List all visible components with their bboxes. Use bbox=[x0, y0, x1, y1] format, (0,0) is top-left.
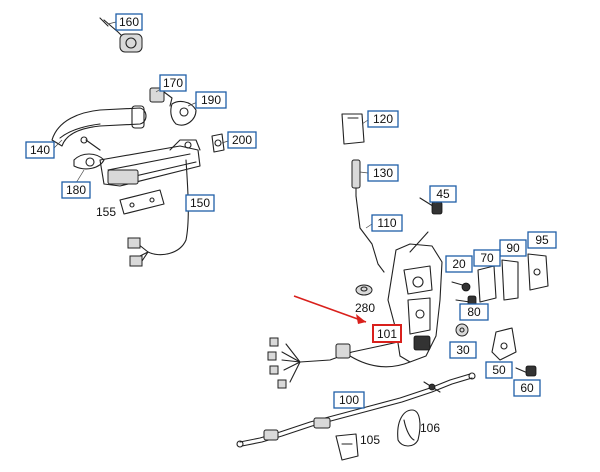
callout-160[interactable]: 160 bbox=[115, 13, 143, 31]
cover-106-drawing bbox=[397, 409, 421, 447]
callout-45[interactable]: 45 bbox=[429, 185, 457, 203]
callout-120[interactable]: 120 bbox=[367, 110, 399, 128]
callout-50[interactable]: 50 bbox=[485, 361, 513, 379]
handle-gasket-drawing bbox=[73, 136, 105, 170]
callout-190[interactable]: 190 bbox=[195, 91, 227, 109]
callout-95[interactable]: 95 bbox=[527, 231, 557, 249]
callout-60[interactable]: 60 bbox=[513, 379, 541, 397]
lock-cylinder-drawing bbox=[99, 17, 143, 53]
callout-30[interactable]: 30 bbox=[449, 341, 477, 359]
callout-170-text: 170 bbox=[163, 76, 183, 90]
label-280: 280 bbox=[355, 301, 375, 315]
lock-button-cap-drawing bbox=[341, 113, 365, 145]
callout-140[interactable]: 140 bbox=[25, 141, 55, 159]
callout-60-text: 60 bbox=[520, 381, 534, 395]
callout-101-text: 101 bbox=[377, 327, 397, 341]
callout-110-text: 110 bbox=[377, 216, 396, 230]
callout-80[interactable]: 80 bbox=[459, 303, 489, 321]
outer-door-handle-drawing bbox=[51, 105, 147, 147]
label-155: 155 bbox=[96, 205, 116, 219]
callout-180[interactable]: 180 bbox=[61, 181, 91, 199]
callout-90-text: 90 bbox=[506, 241, 520, 255]
callout-150-text: 150 bbox=[190, 196, 210, 210]
callout-20[interactable]: 20 bbox=[445, 255, 473, 273]
handle-carrier-drawing bbox=[99, 139, 201, 187]
bracket-200-drawing bbox=[211, 133, 225, 153]
handle-bracket-drawing bbox=[149, 87, 197, 126]
striker-50-drawing bbox=[491, 327, 537, 377]
grommet-280-drawing bbox=[355, 284, 373, 296]
callout-100-text: 100 bbox=[339, 393, 359, 407]
callout-70[interactable]: 70 bbox=[473, 249, 501, 267]
callout-95-text: 95 bbox=[535, 233, 549, 247]
callout-200[interactable]: 200 bbox=[227, 131, 257, 149]
callout-150[interactable]: 150 bbox=[185, 194, 215, 212]
cable-150-drawing bbox=[127, 159, 189, 267]
callout-45-text: 45 bbox=[436, 187, 450, 201]
callout-120-text: 120 bbox=[373, 112, 393, 126]
wiring-harness-drawing bbox=[267, 337, 411, 389]
callout-130-text: 130 bbox=[373, 166, 393, 180]
callout-130[interactable]: 130 bbox=[367, 164, 399, 182]
highlight-arrow bbox=[293, 295, 367, 324]
callout-20-text: 20 bbox=[452, 257, 466, 271]
operating-rod-drawing bbox=[355, 195, 385, 273]
plate-155-drawing bbox=[119, 189, 165, 215]
label-106: 106 bbox=[420, 421, 440, 435]
label-105: 105 bbox=[360, 433, 380, 447]
callout-70-text: 70 bbox=[480, 251, 494, 265]
callout-101[interactable]: 101 bbox=[372, 324, 402, 343]
callout-200-text: 200 bbox=[232, 133, 252, 147]
cable-clip-105-drawing bbox=[335, 433, 359, 461]
bolt-30-drawing bbox=[455, 323, 469, 337]
callout-80-text: 80 bbox=[467, 305, 481, 319]
callout-50-text: 50 bbox=[492, 363, 506, 377]
callout-140-text: 140 bbox=[30, 143, 50, 157]
callout-190-text: 190 bbox=[201, 93, 221, 107]
callout-170[interactable]: 170 bbox=[159, 74, 187, 92]
rod-sleeve-drawing bbox=[351, 159, 361, 197]
callout-160-text: 160 bbox=[119, 15, 139, 29]
callout-110[interactable]: 110 bbox=[371, 214, 403, 232]
callout-100[interactable]: 100 bbox=[333, 391, 365, 409]
callout-30-text: 30 bbox=[456, 343, 470, 357]
callout-90[interactable]: 90 bbox=[499, 239, 527, 257]
bowden-cable-drawing bbox=[236, 372, 476, 448]
callout-180-text: 180 bbox=[66, 183, 86, 197]
